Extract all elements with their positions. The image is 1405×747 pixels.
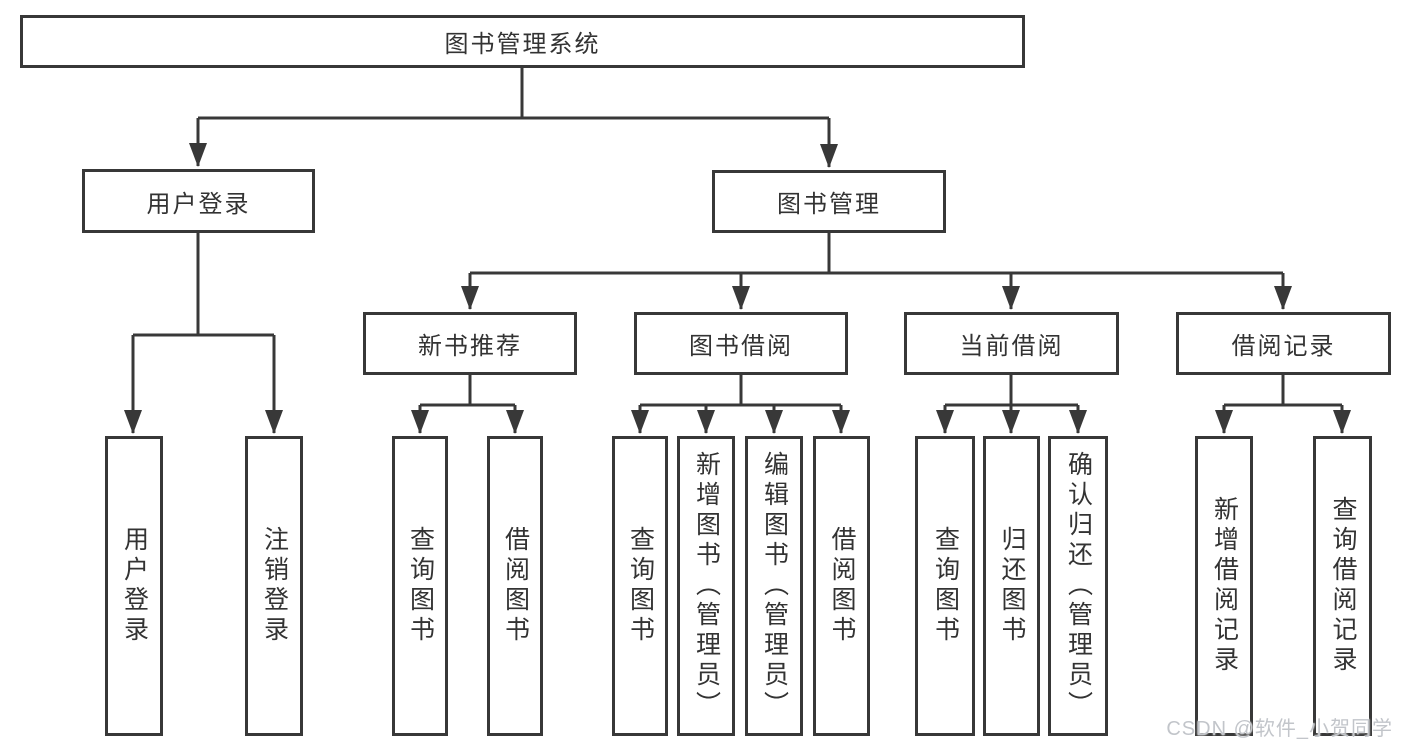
node-new-book-recommendation: 新书推荐 (363, 312, 577, 375)
leaf-confirm-return-admin: 确认归还（管理员） (1048, 436, 1108, 736)
node-label: 借阅记录 (1231, 333, 1336, 360)
leaf-label: 查询图书 (626, 526, 655, 646)
leaf-label: 用户登录 (120, 526, 149, 646)
node-book-borrowing: 图书借阅 (634, 312, 848, 375)
leaf-label: 注销登录 (260, 526, 289, 646)
node-label: 图书借阅 (689, 333, 793, 360)
leaf-logout: 注销登录 (245, 436, 303, 736)
leaf-add-books-admin: 新增图书（管理员） (677, 436, 735, 736)
leaf-label: 查询图书 (931, 526, 960, 646)
node-label: 当前借阅 (959, 333, 1064, 360)
leaf-label: 查询图书 (406, 526, 435, 646)
leaf-label: 借阅图书 (501, 526, 530, 646)
node-label: 新书推荐 (418, 333, 522, 360)
leaf-add-borrow-record: 新增借阅记录 (1195, 436, 1253, 736)
watermark: CSDN @软件_小贺同学 (1166, 718, 1393, 740)
node-label: 图书管理系统 (444, 31, 601, 58)
leaf-label: 编辑图书（管理员） (760, 451, 789, 721)
leaf-user-login: 用户登录 (105, 436, 163, 736)
leaf-query-books-current: 查询图书 (915, 436, 975, 736)
connector-segments (133, 68, 1342, 407)
leaf-label: 确认归还（管理员） (1064, 451, 1093, 721)
leaf-label: 新增图书（管理员） (692, 451, 721, 721)
leaf-edit-books-admin: 编辑图书（管理员） (745, 436, 803, 736)
leaf-label: 借阅图书 (828, 526, 856, 646)
leaf-label: 新增借阅记录 (1210, 496, 1239, 676)
leaf-query-books-borrowing: 查询图书 (612, 436, 668, 736)
node-book-management: 图书管理 (712, 170, 946, 233)
node-current-borrowing: 当前借阅 (904, 312, 1119, 375)
leaf-borrow-books-borrowing: 借阅图书 (813, 436, 870, 736)
node-user-login: 用户登录 (82, 169, 315, 233)
node-library-management-system: 图书管理系统 (20, 15, 1025, 68)
leaf-borrow-books-recommend: 借阅图书 (487, 436, 543, 736)
leaf-return-books: 归还图书 (983, 436, 1040, 736)
node-label: 图书管理 (777, 191, 881, 218)
node-borrowing-records: 借阅记录 (1176, 312, 1391, 375)
leaf-label: 查询借阅记录 (1329, 496, 1357, 676)
leaf-query-books-recommend: 查询图书 (392, 436, 448, 736)
connector-arrows (124, 118, 1351, 434)
leaf-label: 归还图书 (998, 526, 1026, 646)
node-label: 用户登录 (146, 190, 251, 218)
leaf-query-borrow-record: 查询借阅记录 (1313, 436, 1372, 736)
